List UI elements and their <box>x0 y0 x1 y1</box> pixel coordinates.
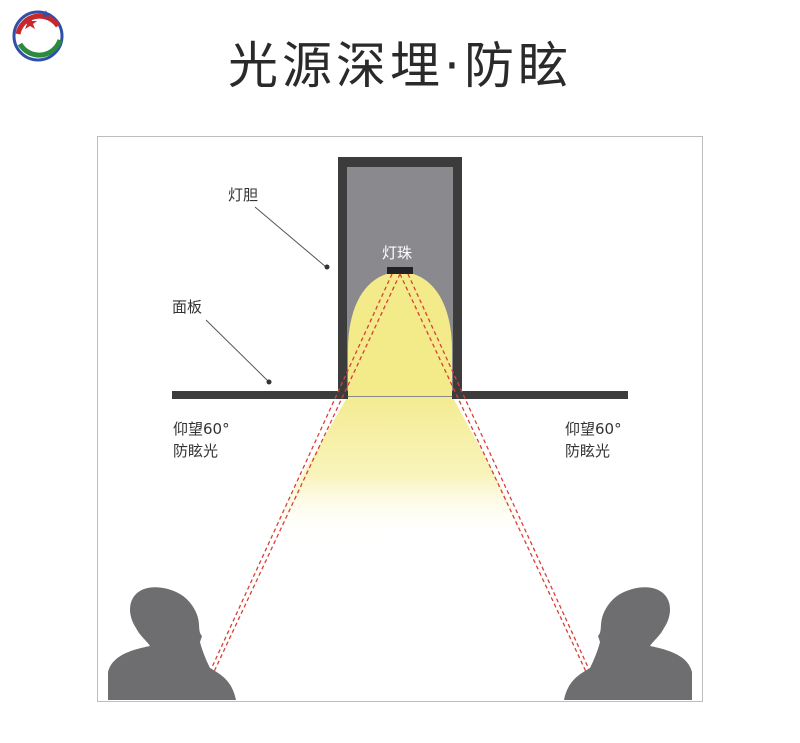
left-glare-line2: 防眩光 <box>173 442 219 460</box>
person-left-icon <box>108 587 236 700</box>
light-beam <box>265 396 530 540</box>
panel-label: 面板 <box>172 298 203 316</box>
sightline-left-b <box>399 273 589 677</box>
left-glare-note: 仰望60° 防眩光 <box>173 418 230 462</box>
leader-panel <box>205 319 269 382</box>
sightline-right-a <box>407 273 593 677</box>
light-dome <box>348 272 452 396</box>
person-right-icon <box>564 587 692 700</box>
sightline-left-a <box>207 273 393 677</box>
lamp-body-label: 灯胆 <box>228 186 259 204</box>
page-title: 光源深埋·防眩 <box>228 37 572 95</box>
panel-right <box>452 391 628 399</box>
diagram-frame <box>97 136 703 702</box>
leader-lamp-body <box>254 206 327 268</box>
panel-left <box>172 391 348 399</box>
right-glare-note: 仰望60° 防眩光 <box>565 418 622 462</box>
right-glare-line2: 防眩光 <box>565 442 611 460</box>
led-label: 灯珠 <box>382 244 413 262</box>
led-bead <box>387 267 413 274</box>
right-glare-line1: 仰望60° <box>565 420 622 438</box>
left-glare-line1: 仰望60° <box>173 420 230 438</box>
circular-emblem-icon <box>12 10 64 62</box>
sightline-right-b <box>211 273 401 677</box>
